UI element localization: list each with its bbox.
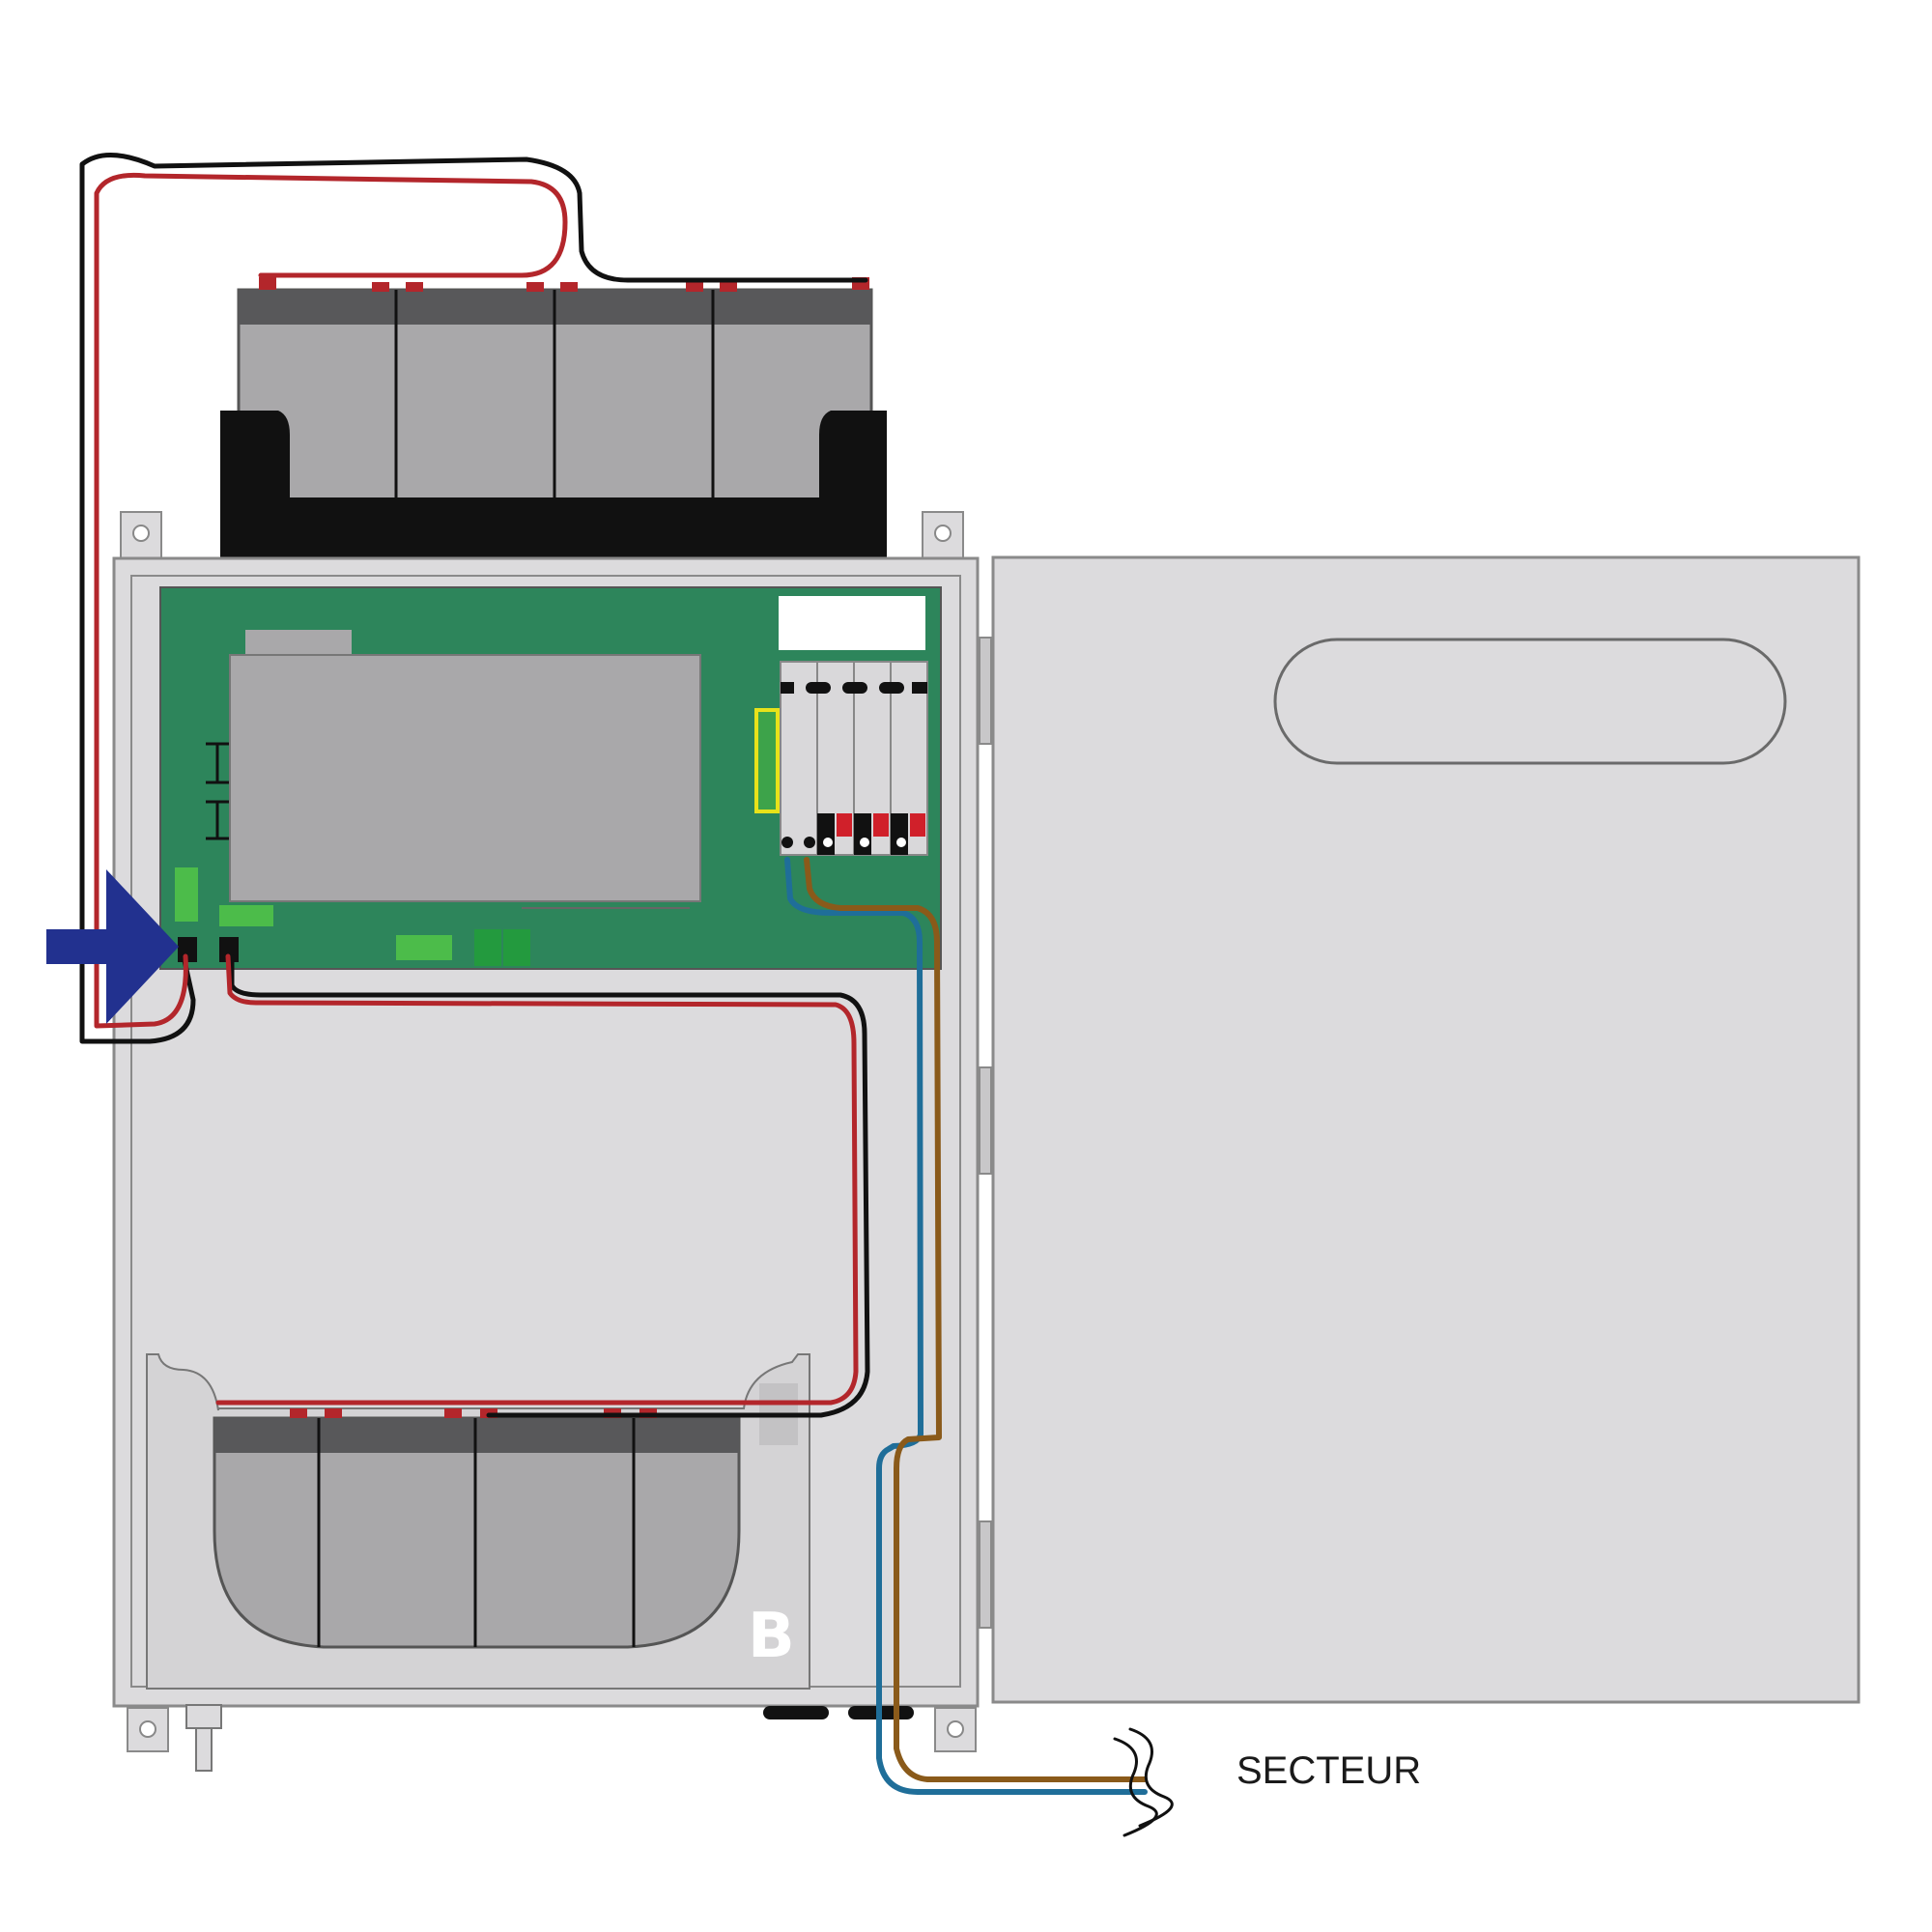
wire-break-mark — [1128, 1727, 1174, 1828]
mounting-hole — [139, 1720, 156, 1738]
tamper-switch — [185, 1704, 222, 1729]
fuse-highlight — [754, 708, 780, 813]
battery-compartment-label: B — [748, 1601, 795, 1672]
battery-terminal — [526, 282, 544, 292]
capacitor-icon — [206, 742, 229, 840]
mains-label: SECTEUR — [1236, 1749, 1421, 1792]
battery-terminal — [406, 282, 423, 292]
pcb-connector — [219, 905, 273, 926]
power-module — [229, 654, 701, 902]
mounting-hole — [132, 525, 150, 542]
wire-red-bottom-loop — [215, 953, 859, 1406]
wire-red-top-loop — [94, 172, 568, 1029]
top-battery-cradle — [220, 411, 887, 558]
battery-terminal — [720, 282, 737, 292]
cable-gland — [763, 1706, 829, 1719]
bottom-battery-compartment: B — [146, 1353, 810, 1690]
tamper-switch-stem — [195, 1727, 213, 1772]
cable-glands — [185, 1704, 914, 1772]
mounting-tab — [120, 511, 162, 561]
pcb-label-area — [779, 596, 925, 650]
wire-black-bottom-loop — [229, 953, 870, 1418]
battery-terminal — [444, 1408, 462, 1418]
battery-terminal — [259, 277, 276, 290]
hinge — [979, 637, 992, 745]
battery-terminal — [290, 1408, 307, 1418]
hinge — [979, 1520, 992, 1629]
top-battery-pack — [220, 277, 887, 558]
pcb-board — [159, 586, 942, 970]
wire-break-mark — [1113, 1737, 1158, 1837]
battery-terminal — [325, 1408, 342, 1418]
transformer-cap — [245, 630, 352, 657]
mounting-hole — [934, 525, 952, 542]
pcb-connector — [396, 935, 452, 960]
battery-terminal — [372, 282, 389, 292]
pcb-connector — [175, 867, 198, 922]
battery-terminal — [686, 282, 703, 292]
arrow-right-icon — [46, 869, 179, 1024]
battery-terminal — [560, 282, 578, 292]
door-handle-slot — [1273, 638, 1787, 765]
wires — [79, 153, 1174, 1837]
mounting-tabs — [120, 511, 977, 1752]
enclosure-door — [991, 555, 1861, 1704]
hinge — [979, 1066, 992, 1175]
wire-black-top-loop — [79, 153, 868, 1044]
mounting-hole — [947, 1720, 964, 1738]
wire-brown-mains — [804, 857, 1148, 1782]
wire-blue-mains — [784, 857, 1148, 1795]
